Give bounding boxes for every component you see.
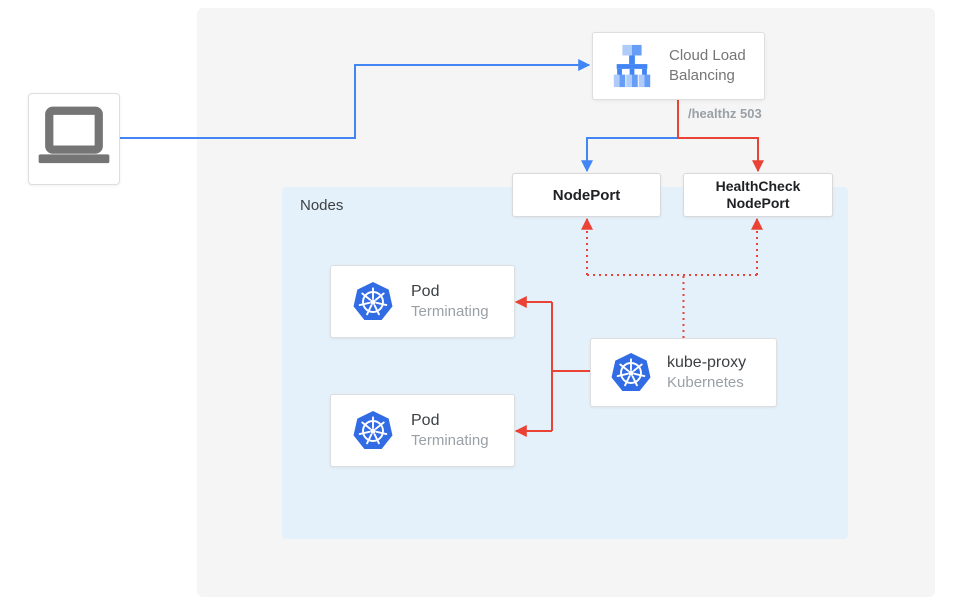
kube-proxy-labels: kube-proxy Kubernetes xyxy=(667,354,746,391)
pod-2-labels: Pod Terminating xyxy=(411,412,489,449)
kubernetes-icon xyxy=(353,282,393,322)
kube-proxy-subtitle: Kubernetes xyxy=(667,374,744,391)
pod-1-title: Pod xyxy=(411,283,440,300)
connector-kubeproxy-to-pods-trunk xyxy=(551,302,590,431)
cloud-load-balancing-node: Cloud Load Balancing xyxy=(592,32,765,100)
connector-kubeproxy-dotted-trunk xyxy=(587,274,757,338)
connector-loadbalancer-to-healthcheck xyxy=(677,100,764,173)
connector-client-to-loadbalancer xyxy=(120,59,591,139)
pod-node-2: Pod Terminating xyxy=(330,394,515,467)
pod-node-1: Pod Terminating xyxy=(330,265,515,338)
laptop-icon xyxy=(36,106,112,172)
kubernetes-icon xyxy=(353,411,393,451)
nodeport-label: NodePort xyxy=(552,186,621,204)
healthcheck-label-line2: NodePort xyxy=(726,195,790,211)
pod-1-labels: Pod Terminating xyxy=(411,283,489,320)
healthcheck-nodeport-node: HealthCheck NodePort xyxy=(683,173,833,217)
pod-1-status: Terminating xyxy=(411,303,489,320)
clb-label-line1: Cloud Load xyxy=(669,47,746,64)
clb-label-line2: Balancing xyxy=(669,67,735,84)
cloud-load-balancing-label: Cloud Load Balancing xyxy=(669,46,746,86)
cloud-load-balancing-icon xyxy=(609,43,655,89)
nodeport-node: NodePort xyxy=(512,173,661,217)
client-device-node xyxy=(28,93,120,185)
kubernetes-icon xyxy=(611,353,651,393)
healthz-503-label: /healthz 503 xyxy=(688,106,762,121)
pod-2-status: Terminating xyxy=(411,432,489,449)
pod-2-title: Pod xyxy=(411,412,440,429)
healthcheck-label-line1: HealthCheck xyxy=(715,178,801,194)
nodes-label: Nodes xyxy=(300,197,344,214)
kube-proxy-title: kube-proxy xyxy=(667,354,747,371)
connector-loadbalancer-to-nodeport xyxy=(581,137,678,173)
kube-proxy-node: kube-proxy Kubernetes xyxy=(590,338,777,407)
